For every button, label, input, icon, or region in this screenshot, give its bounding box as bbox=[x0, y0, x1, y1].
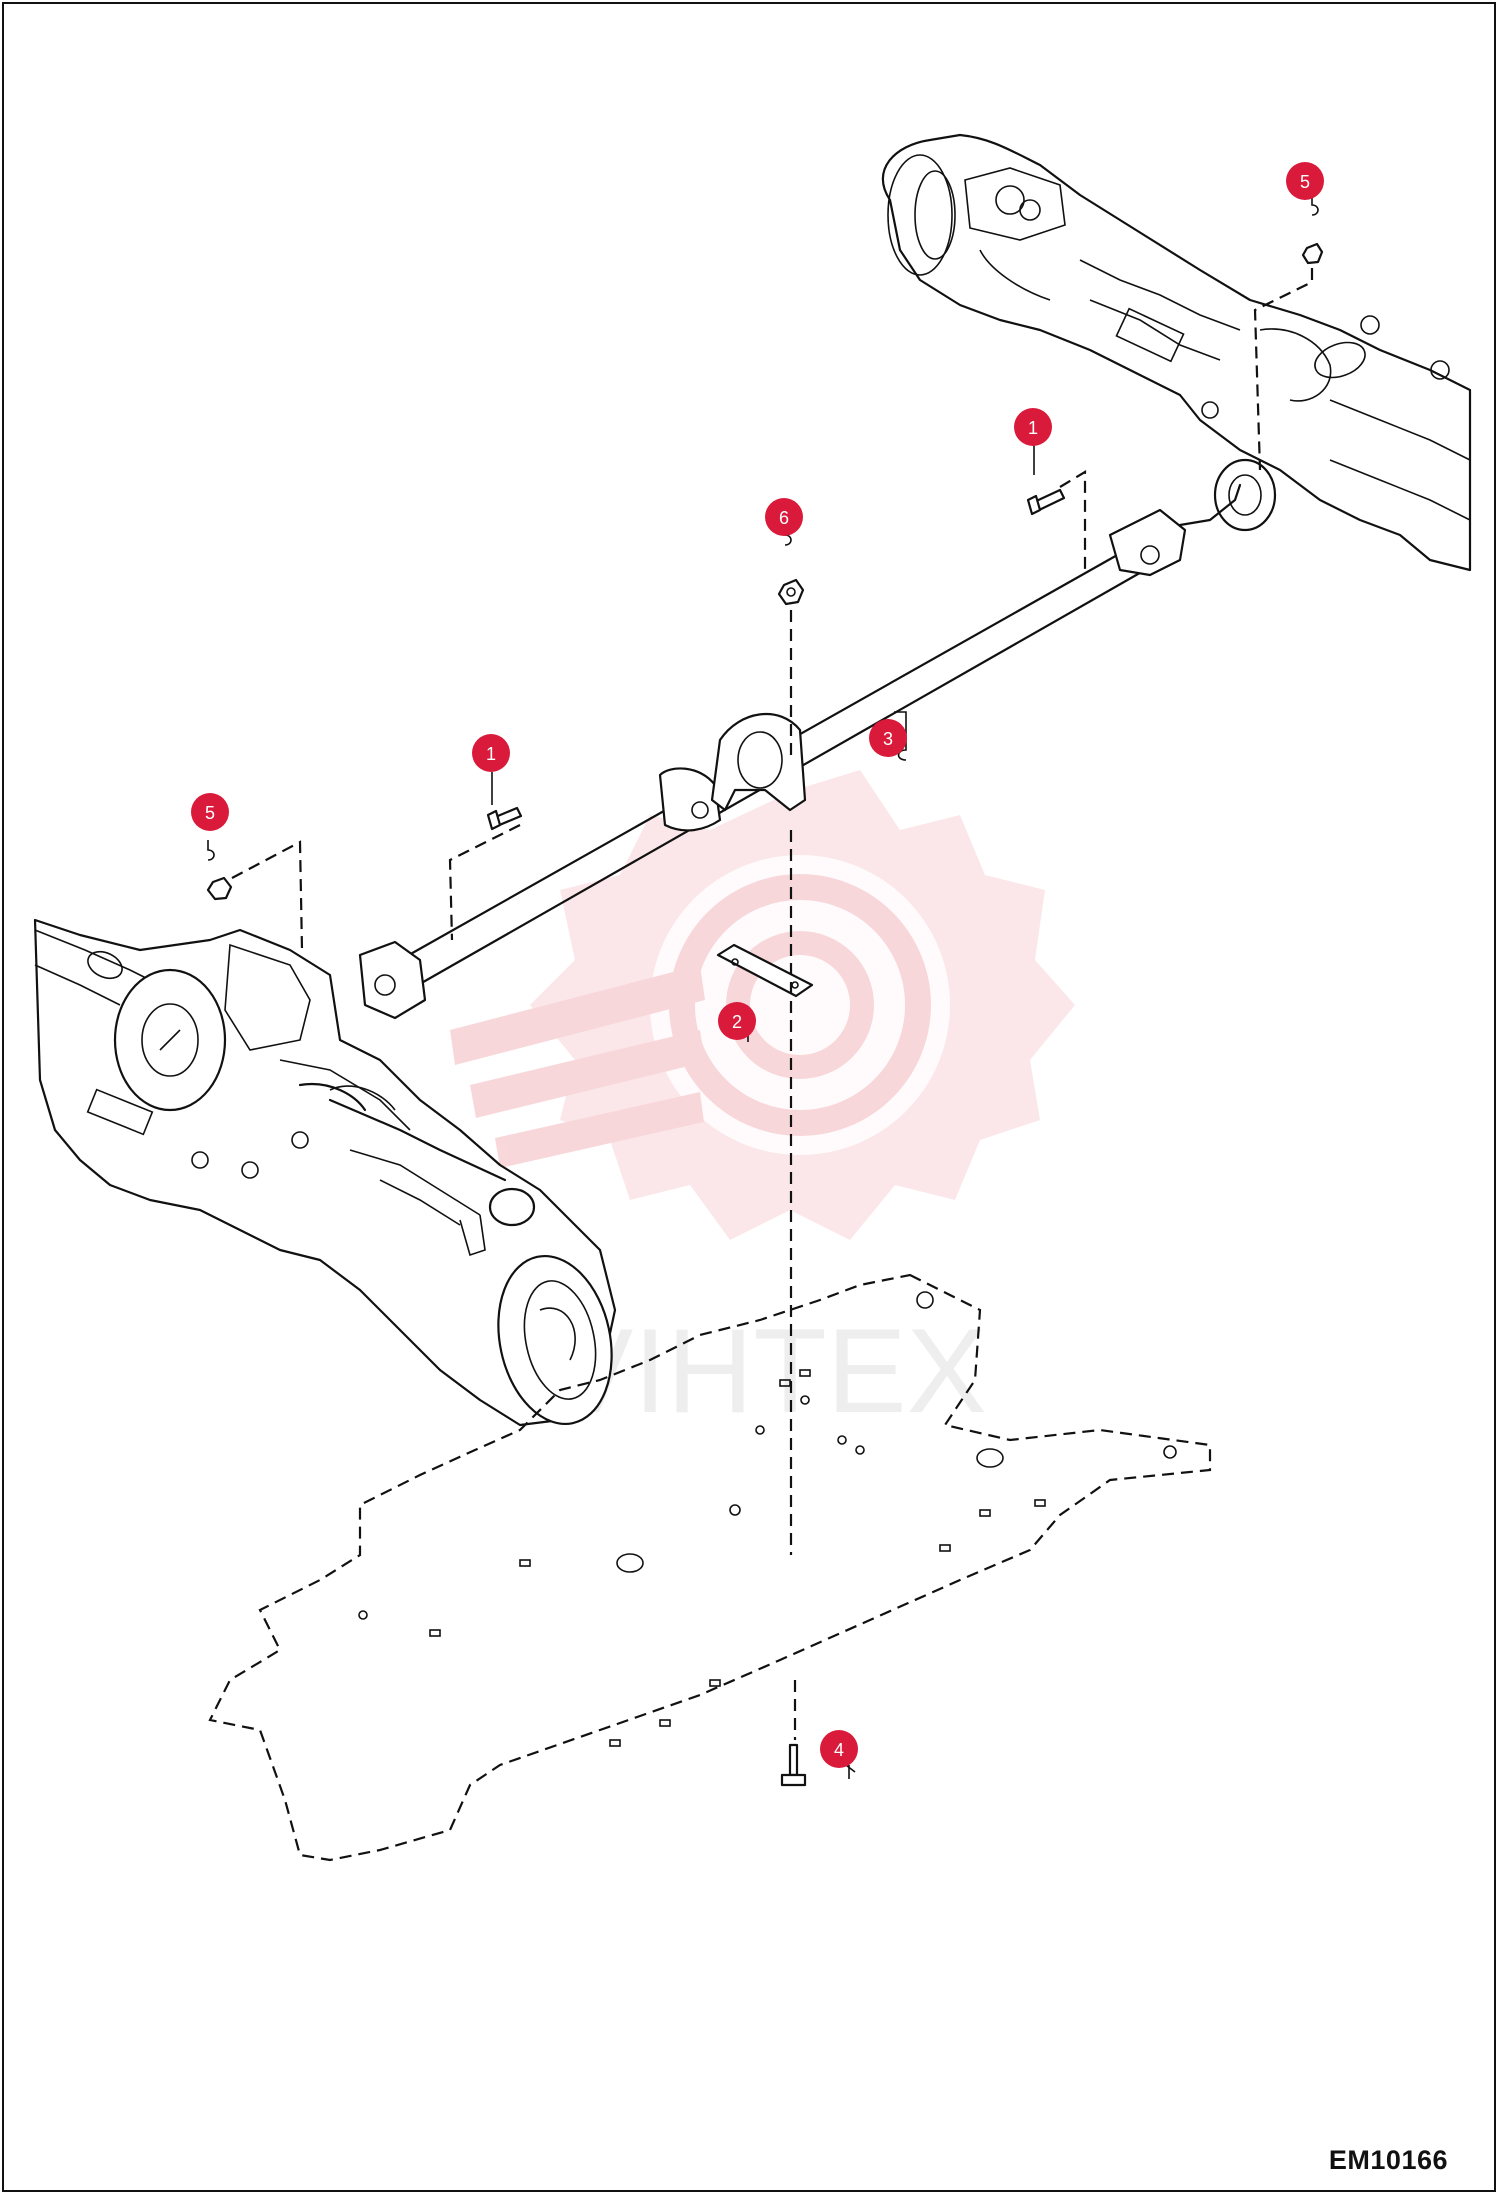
watermark-logo: VIHTEX bbox=[450, 770, 1075, 1438]
drawing-code: EM10166 bbox=[1328, 2145, 1448, 2175]
svg-text:3: 3 bbox=[883, 729, 893, 749]
callout-5-rear: 5 bbox=[1286, 162, 1324, 200]
front-axle-assembly bbox=[33, 918, 617, 1427]
drive-shaft bbox=[358, 483, 1242, 1020]
svg-text:4: 4 bbox=[834, 1740, 844, 1760]
callout-6: 6 bbox=[765, 498, 803, 536]
callout-1-front: 1 bbox=[472, 734, 510, 772]
callout-2: 2 bbox=[718, 1002, 756, 1040]
svg-text:1: 1 bbox=[1028, 418, 1038, 438]
callout-4: 4 bbox=[820, 1730, 858, 1768]
callout-3: 3 bbox=[869, 719, 907, 757]
svg-text:5: 5 bbox=[205, 803, 215, 823]
svg-text:1: 1 bbox=[486, 744, 496, 764]
svg-text:5: 5 bbox=[1300, 172, 1310, 192]
svg-text:2: 2 bbox=[732, 1012, 742, 1032]
rear-axle-assembly bbox=[881, 133, 1472, 572]
hardware bbox=[206, 242, 1324, 1787]
assembly-lines bbox=[231, 268, 1314, 1740]
callout-1-rear: 1 bbox=[1014, 408, 1052, 446]
svg-text:6: 6 bbox=[779, 508, 789, 528]
watermark-text: VIHTEX bbox=[553, 1304, 986, 1438]
frame-plate bbox=[208, 1273, 1212, 1862]
callout-5-front: 5 bbox=[191, 793, 229, 831]
